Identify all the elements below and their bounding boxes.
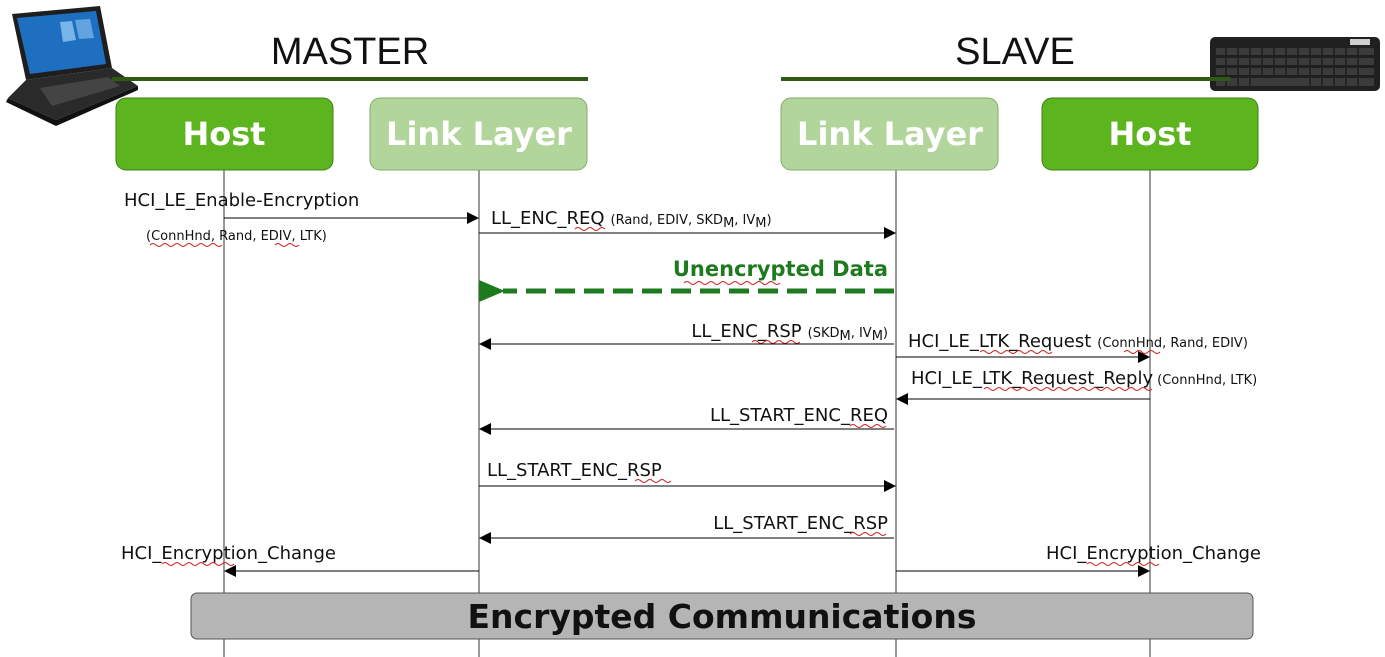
- msg-ll-enc-req-label: LL_ENC_REQ(Rand, EDIV, SKDM, IVM): [491, 208, 772, 231]
- msg-hci-enable-encryption: HCI_LE_Enable-Encryption (ConnHnd, Rand,…: [124, 190, 479, 247]
- msg-hci-le-ltk-request-label: HCI_LE_LTK_Request(ConnHnd, Rand, EDIV): [908, 331, 1248, 352]
- msg-unencrypted-data: Unencrypted Data: [479, 257, 894, 302]
- msg-ll-enc-req: LL_ENC_REQ(Rand, EDIV, SKDM, IVM): [479, 208, 896, 239]
- msg-ll-start-enc-req: LL_START_ENC_REQ: [479, 405, 894, 435]
- lifelines: [223, 170, 1151, 657]
- lane-master-link-layer: Link Layer: [369, 97, 588, 171]
- lane-slave-link-layer-label: Link Layer: [797, 115, 983, 153]
- lane-slave-host: Host: [1041, 97, 1259, 171]
- lane-master-host: Host: [115, 97, 334, 171]
- keyboard-icon: [1210, 37, 1380, 91]
- msg-ll-start-enc-req-label: LL_START_ENC_REQ: [710, 405, 888, 426]
- msg-ll-start-enc-rsp-1: LL_START_ENC_RSP: [479, 460, 896, 492]
- msg-hci-encryption-change-master: HCI_Encryption_Change: [121, 543, 479, 577]
- slave-title: SLAVE: [955, 31, 1075, 73]
- master-title: MASTER: [271, 31, 429, 73]
- msg-ll-enc-rsp-label: LL_ENC_RSP(SKDM, IVM): [691, 321, 888, 344]
- msg-hci-enable-encryption-params: (ConnHnd, Rand, EDIV, LTK): [146, 229, 327, 244]
- lane-master-host-label: Host: [182, 115, 265, 153]
- msg-hci-le-ltk-request-reply-label: HCI_LE_LTK_Request_Reply(ConnHnd, LTK): [911, 368, 1257, 389]
- lane-master-link-layer-label: Link Layer: [386, 115, 572, 153]
- encrypted-communications-label: Encrypted Communications: [468, 597, 977, 636]
- msg-ll-start-enc-rsp-1-label: LL_START_ENC_RSP: [487, 460, 662, 481]
- msg-ll-start-enc-rsp-2: LL_START_ENC_RSP: [479, 513, 894, 544]
- msg-ll-start-enc-rsp-2-label: LL_START_ENC_RSP: [713, 513, 888, 534]
- msg-hci-le-ltk-request-reply: HCI_LE_LTK_Request_Reply(ConnHnd, LTK): [896, 368, 1257, 405]
- msg-hci-enable-encryption-label: HCI_LE_Enable-Encryption: [124, 190, 359, 211]
- encrypted-communications-banner: Encrypted Communications: [190, 592, 1254, 640]
- msg-hci-le-ltk-request: HCI_LE_LTK_Request(ConnHnd, Rand, EDIV): [896, 331, 1248, 363]
- laptop-icon: [6, 6, 138, 126]
- msg-unencrypted-data-label: Unencrypted Data: [673, 257, 888, 281]
- lane-slave-host-label: Host: [1108, 115, 1191, 153]
- msg-hci-encryption-change-slave: HCI_Encryption_Change: [896, 543, 1261, 577]
- msg-hci-encryption-change-master-label: HCI_Encryption_Change: [121, 543, 336, 564]
- msg-ll-enc-rsp: LL_ENC_RSP(SKDM, IVM): [479, 321, 894, 350]
- msg-hci-encryption-change-slave-label: HCI_Encryption_Change: [1046, 543, 1261, 564]
- lane-slave-link-layer: Link Layer: [780, 97, 999, 171]
